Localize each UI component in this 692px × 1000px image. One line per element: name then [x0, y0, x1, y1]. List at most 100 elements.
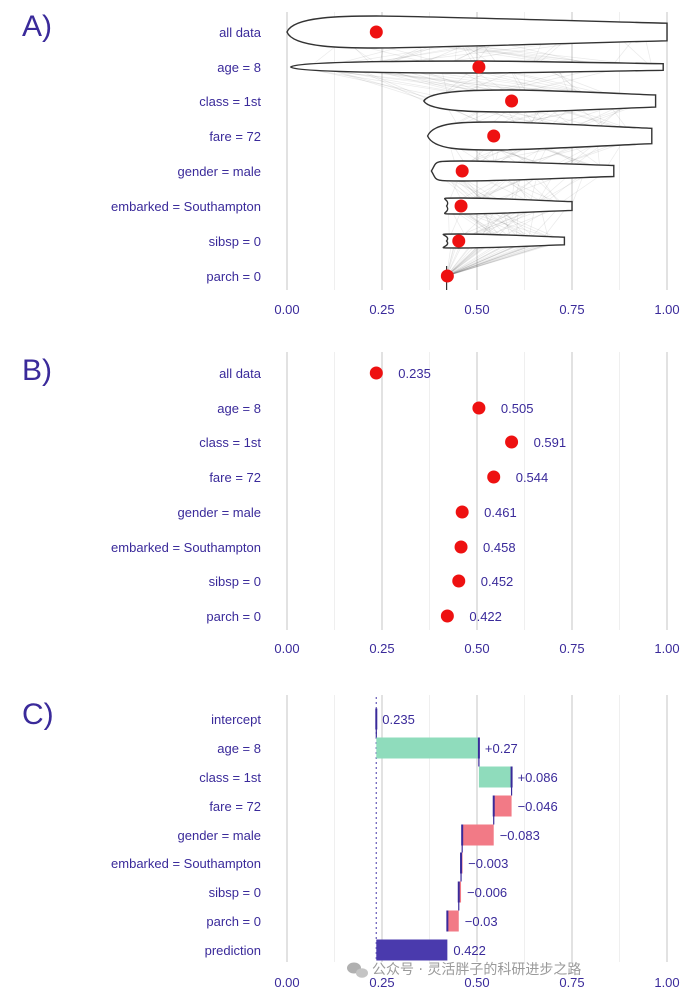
x-tick-label: 0.50 — [464, 641, 489, 656]
trajectory-line — [540, 205, 569, 242]
x-tick-label: 0.00 — [274, 975, 299, 990]
x-tick-label: 0.25 — [369, 302, 394, 317]
row-label: parch = 0 — [206, 914, 261, 929]
trajectory-line — [446, 240, 564, 277]
data-point — [487, 470, 501, 484]
data-point — [369, 25, 383, 39]
x-tick-label: 0.00 — [274, 302, 299, 317]
waterfall-bar — [478, 766, 512, 788]
row-label: sibsp = 0 — [209, 885, 261, 900]
x-tick-label: 1.00 — [654, 302, 679, 317]
violin-shape — [442, 233, 566, 249]
violin-shape — [286, 15, 668, 49]
data-label: −0.03 — [465, 914, 498, 929]
data-point — [454, 199, 468, 213]
waterfall-bar — [458, 881, 462, 903]
data-point — [369, 366, 383, 380]
data-label: 0.235 — [382, 712, 415, 727]
wechat-icon — [347, 962, 368, 978]
waterfall-bar — [462, 824, 494, 846]
row-label: age = 8 — [217, 401, 261, 416]
grid-lines — [286, 352, 668, 630]
row-label: intercept — [211, 712, 261, 727]
row-label: embarked = Southampton — [111, 199, 261, 214]
panel-label: B) — [22, 354, 52, 387]
panel-c: C) 0.235 +0.27+0.086 −0.046 −0.083 −0.003 −0.0… — [22, 695, 680, 990]
row-label: embarked = Southampton — [111, 540, 261, 555]
data-point — [487, 129, 501, 143]
row-label: class = 1st — [199, 94, 261, 109]
row-label: class = 1st — [199, 435, 261, 450]
data-label: 0.505 — [501, 401, 534, 416]
x-tick-label: 0.75 — [559, 975, 584, 990]
violin-shape — [423, 89, 657, 113]
row-label: prediction — [205, 943, 261, 958]
row-label: age = 8 — [217, 741, 261, 756]
data-point — [472, 401, 486, 415]
data-point — [452, 234, 466, 248]
row-label: embarked = Southampton — [111, 856, 261, 871]
data-point — [455, 505, 469, 519]
data-point — [440, 609, 454, 623]
row-label: gender = male — [178, 164, 261, 179]
data-point — [440, 269, 454, 283]
x-tick-label: 1.00 — [654, 975, 679, 990]
row-label: gender = male — [178, 828, 261, 843]
trajectory-line — [446, 240, 551, 277]
violin-shape — [444, 197, 573, 215]
row-label: class = 1st — [199, 770, 261, 785]
x-tick-label: 0.00 — [274, 641, 299, 656]
data-label: 0.591 — [534, 435, 567, 450]
waterfall-bar — [493, 795, 512, 817]
row-label: fare = 72 — [209, 470, 261, 485]
data-point — [455, 164, 469, 178]
row-label: parch = 0 — [206, 269, 261, 284]
watermark-text: 公众号 · 灵活胖子的科研进步之路 — [372, 962, 581, 978]
data-label: −0.046 — [518, 799, 558, 814]
data-label: −0.083 — [500, 828, 540, 843]
data-label: 0.452 — [481, 574, 514, 589]
row-label: sibsp = 0 — [209, 574, 261, 589]
row-label: age = 8 — [217, 60, 261, 75]
waterfall-bar — [376, 939, 448, 961]
trajectory-line — [446, 240, 559, 277]
data-label: −0.003 — [468, 856, 508, 871]
data-label: +0.27 — [485, 741, 518, 756]
data-label: +0.086 — [518, 770, 558, 785]
trajectory-line — [321, 66, 429, 102]
data-label: 0.235 — [398, 366, 431, 381]
trajectory-line — [527, 205, 561, 242]
panel-label: C) — [22, 698, 54, 731]
x-tick-label: 0.75 — [559, 302, 584, 317]
data-point — [505, 435, 519, 449]
x-tick-label: 0.50 — [464, 302, 489, 317]
grid-lines — [286, 12, 668, 290]
x-tick-label: 0.75 — [559, 641, 584, 656]
waterfall-bar — [376, 737, 479, 759]
row-label: all data — [219, 366, 262, 381]
x-tick-label: 0.25 — [369, 975, 394, 990]
row-label: fare = 72 — [209, 129, 261, 144]
data-label: 0.458 — [483, 540, 516, 555]
x-tick-label: 0.50 — [464, 975, 489, 990]
panel-label: A) — [22, 10, 52, 43]
data-point — [454, 540, 468, 554]
violin-shape — [426, 121, 653, 151]
row-label: sibsp = 0 — [209, 234, 261, 249]
x-tick-label: 0.25 — [369, 641, 394, 656]
data-label: 0.422 — [469, 609, 502, 624]
data-point — [505, 94, 519, 108]
trajectory-line — [321, 66, 440, 102]
waterfall-bar — [447, 910, 459, 932]
row-label: fare = 72 — [209, 799, 261, 814]
data-label: 0.422 — [453, 943, 486, 958]
data-point — [452, 574, 466, 588]
violin-shape — [430, 160, 615, 182]
data-point — [472, 60, 486, 74]
trajectory-line — [446, 240, 559, 277]
trajectory-line — [446, 240, 561, 277]
trajectory-line — [446, 240, 554, 277]
panel-b: B)0.2350.5050.5910.5440.4610.4580.4520.4… — [22, 352, 680, 656]
